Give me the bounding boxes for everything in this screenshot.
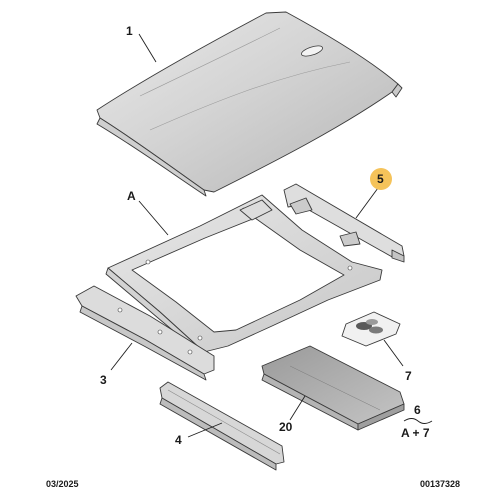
- reinforcement-bracket-5: [283, 183, 405, 263]
- leader-7: [383, 339, 404, 367]
- insulation-pad-20: [261, 345, 405, 431]
- footer-diagram-code: 00137328: [419, 479, 460, 489]
- rear-rail-4: [159, 381, 285, 471]
- callout-7: 7: [405, 369, 412, 383]
- callout-3: 3: [100, 373, 107, 387]
- leader-3: [110, 342, 133, 371]
- callout-6: 6: [414, 403, 421, 417]
- footer-date: 03/2025: [46, 479, 79, 489]
- leader-a: [138, 200, 169, 236]
- callout-5: 5: [377, 172, 384, 186]
- roof-panel: [96, 11, 403, 197]
- leader-5: [355, 187, 379, 219]
- roof-aerial-opening: [301, 45, 323, 57]
- callout-6-composition: A + 7: [401, 426, 430, 440]
- callout-a: A: [127, 189, 136, 203]
- front-cross-member-3: [75, 285, 215, 381]
- callout-20: 20: [279, 420, 293, 434]
- callout-4: 4: [175, 433, 182, 447]
- clips-bag-7: [341, 311, 401, 347]
- leader-1: [138, 33, 157, 63]
- leader-20: [289, 395, 306, 421]
- callout-5-highlight: [370, 168, 392, 190]
- leader-lines: [110, 33, 433, 438]
- leader-4: [187, 422, 223, 438]
- callout-1: 1: [126, 24, 133, 38]
- kit-6-brace: [403, 418, 433, 424]
